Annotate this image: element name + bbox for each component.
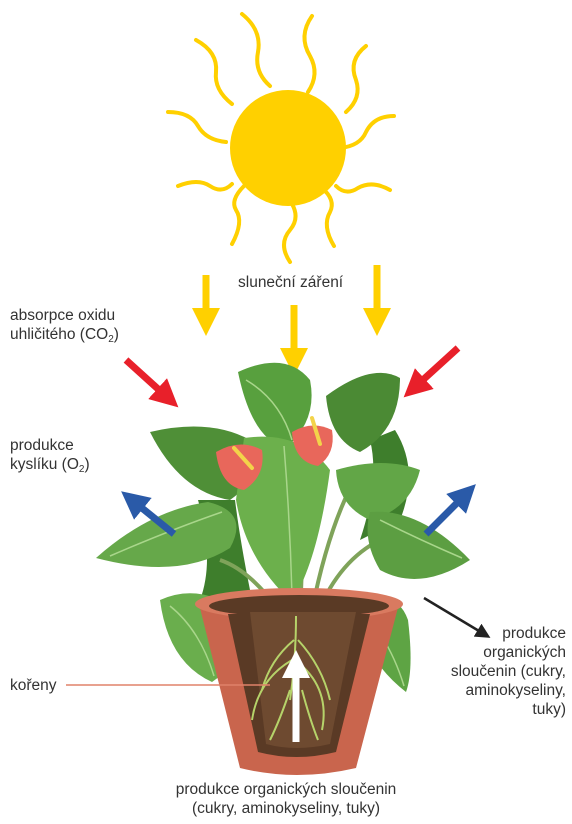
organics-right-line: aminokyseliny, xyxy=(451,681,566,700)
organics-bottom-label: produkce organických sloučenin (cukry, a… xyxy=(96,780,476,818)
organics-right-line: organických xyxy=(451,643,566,662)
organics-bottom-line: (cukry, aminokyseliny, tuky) xyxy=(96,799,476,818)
co2-label-line1: absorpce oxidu xyxy=(10,306,119,325)
sunlight-label: sluneční záření xyxy=(238,273,343,292)
sun-icon xyxy=(168,14,394,262)
o2-arrow-right xyxy=(426,494,466,534)
roots-label: kořeny xyxy=(10,676,57,695)
co2-arrow-left xyxy=(126,360,168,398)
o2-label-line2: kyslíku (O2) xyxy=(10,455,90,474)
organics-right-label: produkce organických sloučenin (cukry, a… xyxy=(451,624,566,719)
o2-label-line1: produkce xyxy=(10,436,90,455)
co2-label-line2: uhličitého (CO2) xyxy=(10,325,119,344)
organics-right-line: tuky) xyxy=(451,700,566,719)
co2-arrow-right xyxy=(414,348,458,388)
o2-label: produkce kyslíku (O2) xyxy=(10,436,90,474)
organics-right-line: produkce xyxy=(451,624,566,643)
organics-bottom-line: produkce organických sloučenin xyxy=(96,780,476,799)
co2-label: absorpce oxidu uhličitého (CO2) xyxy=(10,306,119,344)
organics-right-line: sloučenin (cukry, xyxy=(451,662,566,681)
